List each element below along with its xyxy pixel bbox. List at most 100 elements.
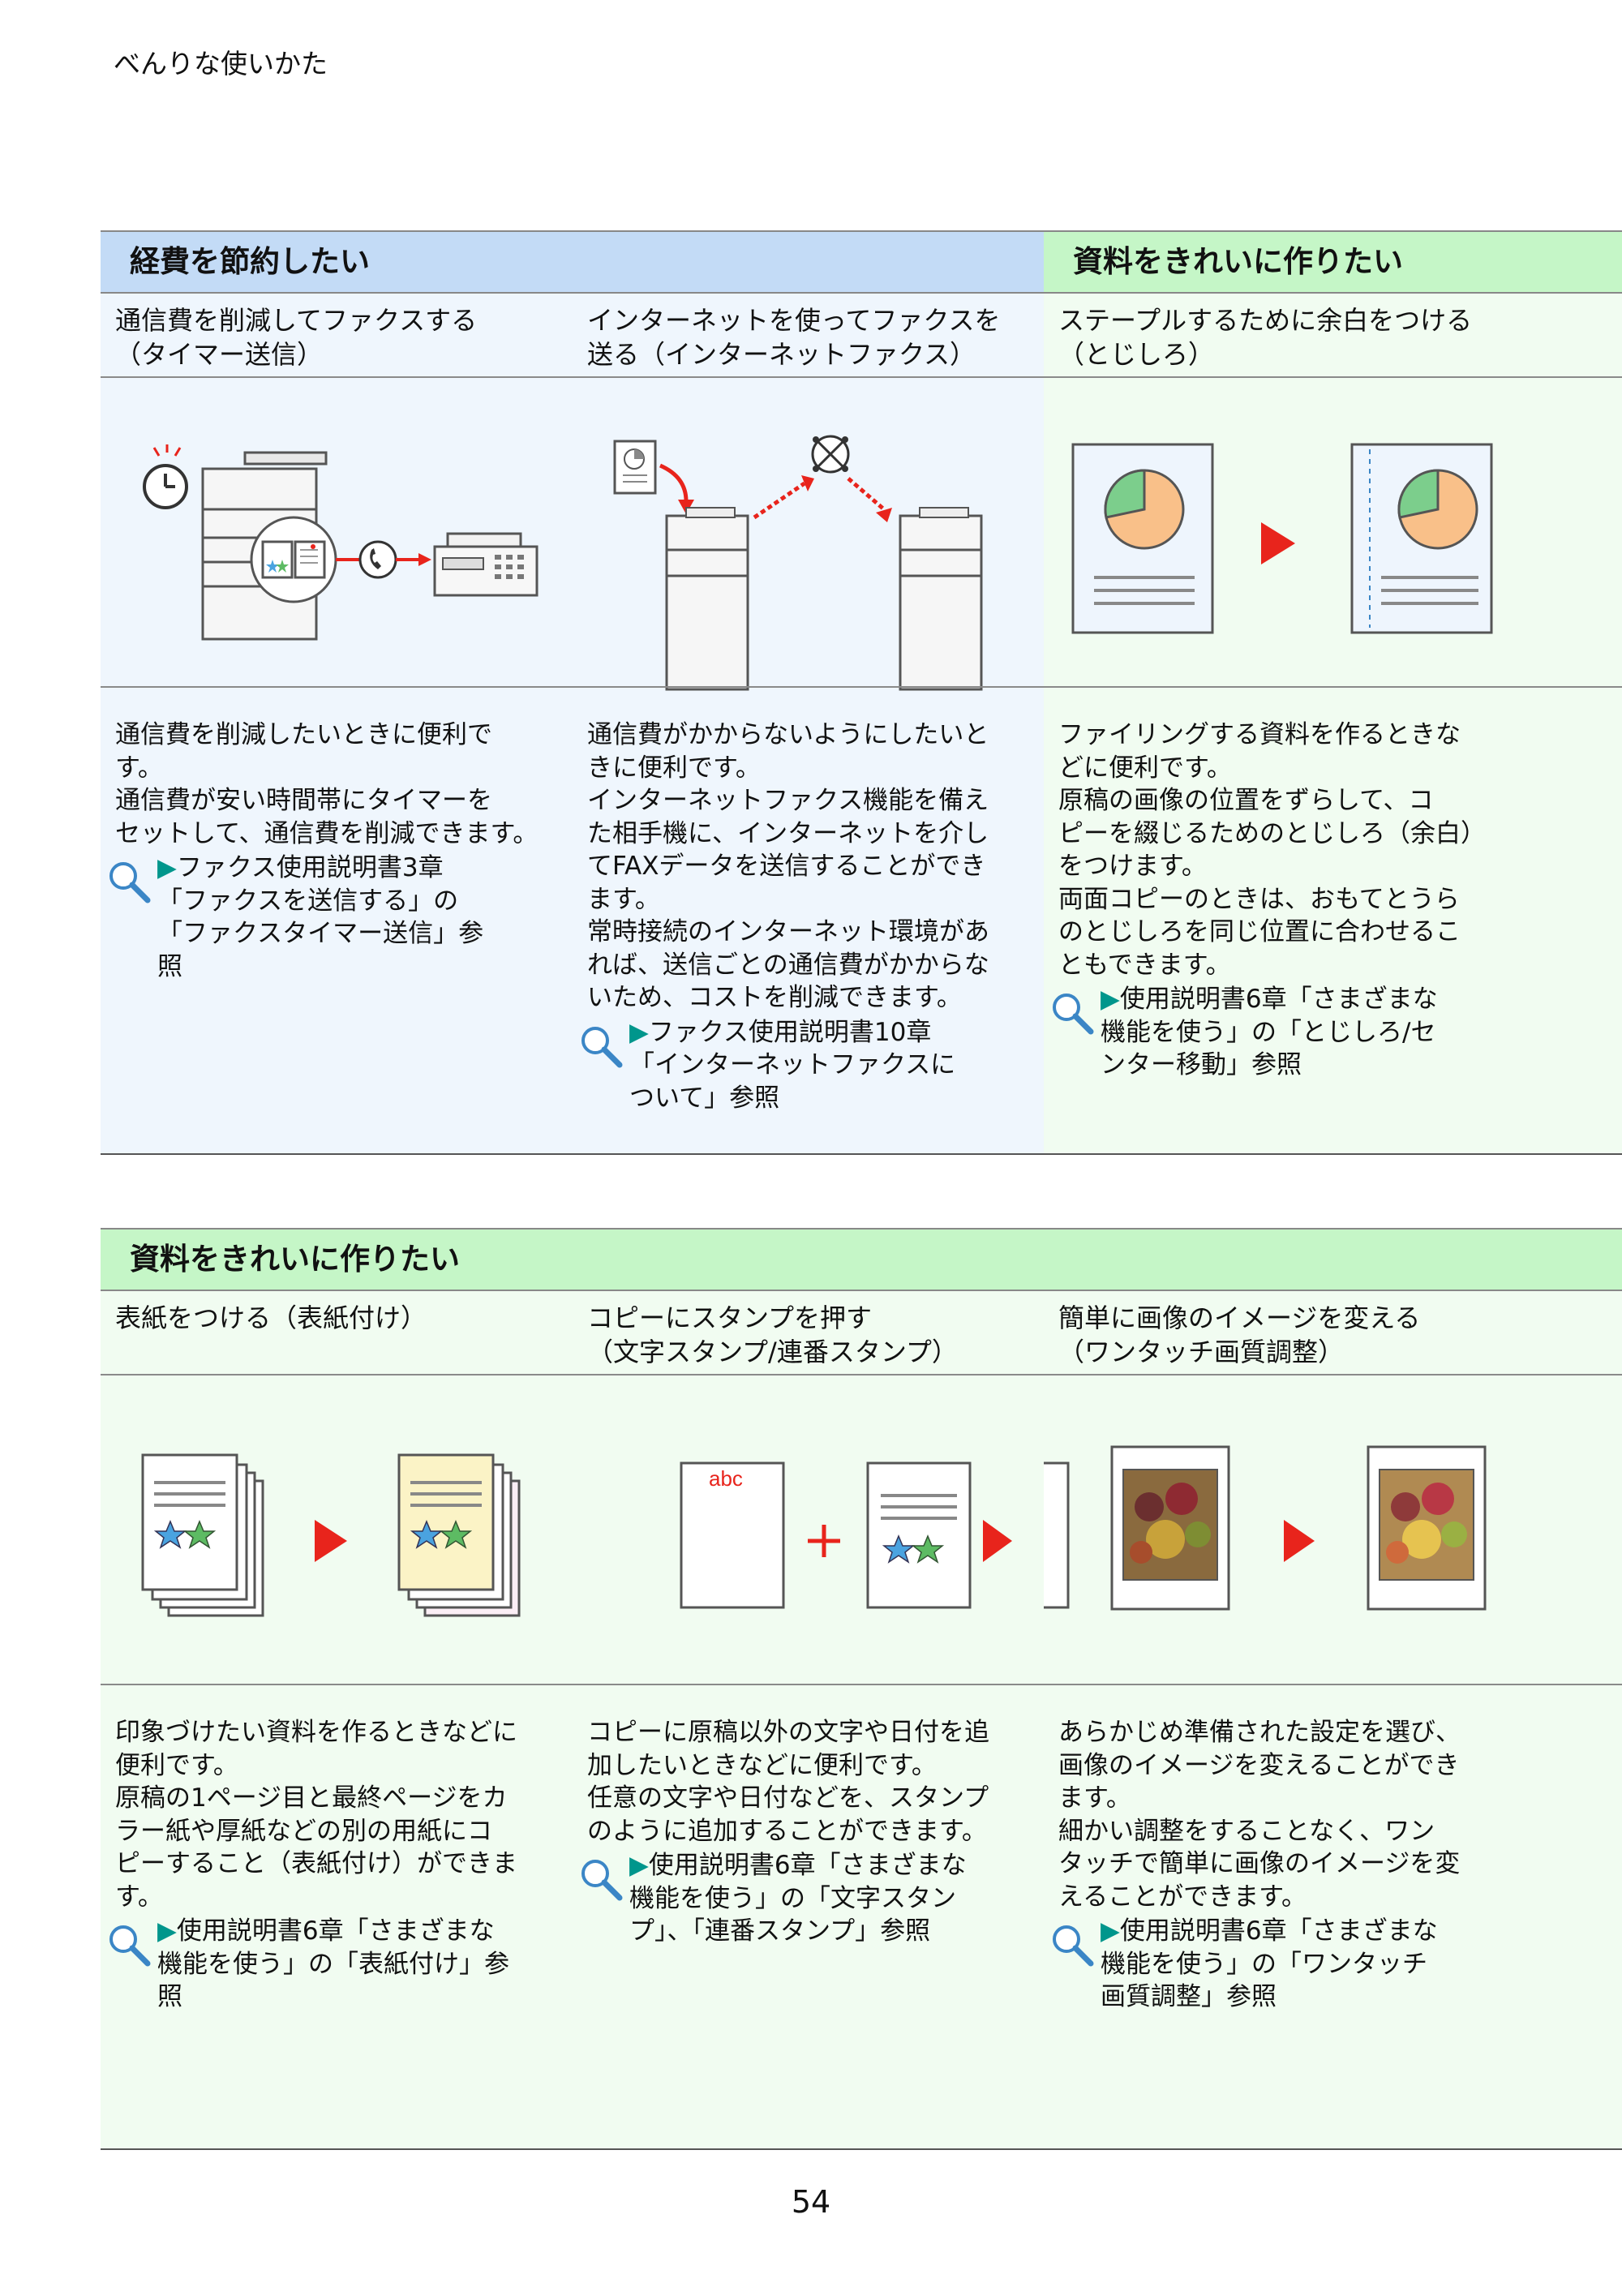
- fax-device: [433, 532, 539, 597]
- reference-note: ▶使用説明書6章「さまざまな 機能を使う」の「ワンタッチ 画質調整」参照: [1053, 1915, 1611, 2014]
- section-header-neat-docs: 資料をきれいに作りたい: [1044, 230, 1622, 294]
- stamped-sheet: [1044, 1461, 1070, 1609]
- body-line: ファイリングする資料を作るときな: [1058, 720, 1461, 749]
- illustration-quick-image-adjust: [1044, 1385, 1622, 1698]
- stamp-sheet: abc: [680, 1461, 785, 1609]
- photo-after: [1367, 1445, 1487, 1611]
- section-header-save-costs: 経費を節約したい: [101, 230, 1044, 294]
- body-line: 画像のイメージを変えることができ: [1058, 1750, 1460, 1780]
- subtitle-line: 通信費を削減してファクスする: [115, 305, 478, 336]
- running-head: べんりな使いかた: [114, 48, 328, 79]
- section-neat-docs: 資料をきれいに作りたい 表紙をつける（表紙付け）: [101, 1228, 1622, 2150]
- ref-line: ついて」参照: [629, 1083, 780, 1113]
- body-line: のように追加することができます。: [587, 1816, 987, 1846]
- subtitle-line: 簡単に画像のイメージを変える: [1058, 1302, 1421, 1333]
- subtitle-line: （とじしろ）: [1058, 339, 1215, 370]
- body-line: インターネットファクス機能を備え: [587, 786, 989, 815]
- body-line: いため、コストを削減できます。: [587, 983, 962, 1012]
- section-bottom-rule: [101, 1153, 1622, 1155]
- page-number: 54: [791, 2184, 831, 2220]
- red-arrow-icon: [1261, 522, 1295, 564]
- body-line: どに便利です。: [1058, 753, 1232, 783]
- body-line: ラー紙や厚紙などの別の用紙にコ: [115, 1816, 492, 1846]
- reference-link[interactable]: 使用説明書6章「さまざまな: [648, 1851, 967, 1880]
- reference-link[interactable]: 使用説明書6章「さまざまな: [1119, 1916, 1438, 1946]
- illustration-binding-margin: [1044, 388, 1622, 701]
- body-line: きに便利です。: [587, 753, 761, 783]
- star-icon: [911, 1534, 945, 1564]
- star-icon: [882, 1534, 916, 1564]
- body-line: 任意の文字や日付などを、スタンプ: [587, 1783, 989, 1813]
- magnifier-icon: [109, 1925, 151, 1967]
- body-line: あらかじめ準備された設定を選び、: [1058, 1718, 1461, 1747]
- column-timer-send: 通信費を削減してファクスする （タイマー送信）: [101, 294, 573, 1155]
- ref-line: 「ファクスを送信する」の: [157, 886, 459, 916]
- column-subtitle: インターネットを使ってファクスを 送る（インターネットファクス）: [587, 303, 1036, 371]
- body-line: 通信費が安い時間帯にタイマーを: [115, 786, 492, 815]
- ref-line: ンター移動」参照: [1101, 1050, 1302, 1079]
- body-line: 印象づけたい資料を作るときなどに: [115, 1718, 517, 1747]
- body-line: 加したいときなどに便利です。: [587, 1750, 937, 1780]
- reference-note: ▶使用説明書6章「さまざまな 機能を使う」の「文字スタン プ」、「連番スタンプ」…: [581, 1849, 1032, 1948]
- body-line: す。: [115, 1882, 163, 1912]
- column-quick-image-adjust: 簡単に画像のイメージを変える （ワンタッチ画質調整）: [1044, 1291, 1622, 2150]
- star-icon: [153, 1520, 187, 1549]
- ref-line: 照: [157, 1982, 182, 2011]
- body-line: ピーすること（表紙付け）ができま: [115, 1849, 517, 1878]
- reference-link[interactable]: ファクス使用説明書10章: [648, 1017, 932, 1047]
- column-stamp: コピーにスタンプを押す （文字スタンプ/連番スタンプ） abc: [573, 1291, 1044, 2150]
- ref-line: 機能を使う」の「ワンタッチ: [1101, 1949, 1427, 1979]
- ref-line: 機能を使う」の「表紙付け」参: [157, 1949, 509, 1979]
- phone-icon: [358, 540, 397, 579]
- mfp-device: [899, 507, 983, 691]
- subtitle-line: 表紙をつける（表紙付け）: [115, 1302, 427, 1333]
- plus-icon: [808, 1525, 840, 1557]
- divider: [101, 376, 1622, 378]
- body-line: 両面コピーのときは、おもてとうら: [1058, 884, 1460, 914]
- stamp-text: abc: [709, 1466, 743, 1491]
- subtitle-line: コピーにスタンプを押す: [587, 1302, 873, 1333]
- body-line: ともできます。: [1058, 950, 1231, 980]
- reference-note: ▶使用説明書6章「さまざまな 機能を使う」の「とじしろ/セ ンター移動」参照: [1053, 983, 1611, 1082]
- ref-arrow-icon: ▶: [629, 1851, 649, 1880]
- body-line: す。: [115, 753, 163, 783]
- divider: [101, 686, 1622, 688]
- ref-arrow-icon: ▶: [629, 1017, 649, 1047]
- column-subtitle: 簡単に画像のイメージを変える （ワンタッチ画質調整）: [1058, 1301, 1614, 1369]
- ref-line: 照: [157, 951, 182, 981]
- magnifier-icon: [1053, 994, 1094, 1035]
- column-body: あらかじめ準備された設定を選び、 画像のイメージを変えることができ ます。 細か…: [1053, 1716, 1611, 2014]
- body-line: 細かい調整をすることなく、ワン: [1058, 1816, 1435, 1846]
- body-line: ます。: [587, 884, 660, 914]
- clock-icon: [143, 444, 188, 509]
- reference-link[interactable]: 使用説明書6章「さまざまな: [1119, 985, 1438, 1014]
- subtitle-line: （ワンタッチ画質調整）: [1058, 1337, 1345, 1367]
- magnifier-icon: [581, 1026, 623, 1067]
- illustration-stamp: abc: [573, 1385, 1044, 1698]
- body-line: 原稿の1ページ目と最終ページをカ: [115, 1783, 508, 1813]
- body-line: セットして、通信費を削減できます。: [115, 818, 539, 848]
- red-arrow-icon: [983, 1520, 1012, 1562]
- column-body: 通信費がかからないようにしたいと きに便利です。 インターネットファクス機能を備…: [581, 719, 1032, 1114]
- star-icon: [266, 560, 279, 573]
- column-body: ファイリングする資料を作るときな どに便利です。 原稿の画像の位置をずらして、コ…: [1053, 719, 1611, 1082]
- network-icon: [811, 435, 850, 474]
- subtitle-line: 送る（インターネットファクス）: [587, 339, 976, 370]
- ref-line: プ」、「連番スタンプ」参照: [629, 1916, 931, 1946]
- body-line: コピーに原稿以外の文字や日付を追: [587, 1718, 989, 1747]
- document-stack-before: [141, 1453, 264, 1617]
- body-line: ます。: [1058, 1783, 1131, 1813]
- column-subtitle: 表紙をつける（表紙付け）: [115, 1301, 564, 1335]
- section-header-neat-docs: 資料をきれいに作りたい: [101, 1228, 1622, 1291]
- column-internet-fax: インターネットを使ってファクスを 送る（インターネットファクス）: [573, 294, 1044, 1155]
- star-icon: [276, 560, 289, 573]
- body-line: 通信費がかからないようにしたいと: [587, 720, 989, 749]
- column-subtitle: ステープルするために余白をつける （とじしろ）: [1058, 303, 1614, 371]
- reference-link[interactable]: 使用説明書6章「さまざまな: [176, 1916, 495, 1946]
- body-line: 便利です。: [115, 1750, 238, 1780]
- body-line: 常時接続のインターネット環境があ: [587, 917, 989, 946]
- magnifier-icon: [1053, 1925, 1094, 1967]
- magnifier-icon: [581, 1860, 623, 1901]
- reference-link[interactable]: ファクス使用説明書3章: [176, 853, 444, 882]
- body-line: 通信費を削減したいときに便利で: [115, 720, 492, 749]
